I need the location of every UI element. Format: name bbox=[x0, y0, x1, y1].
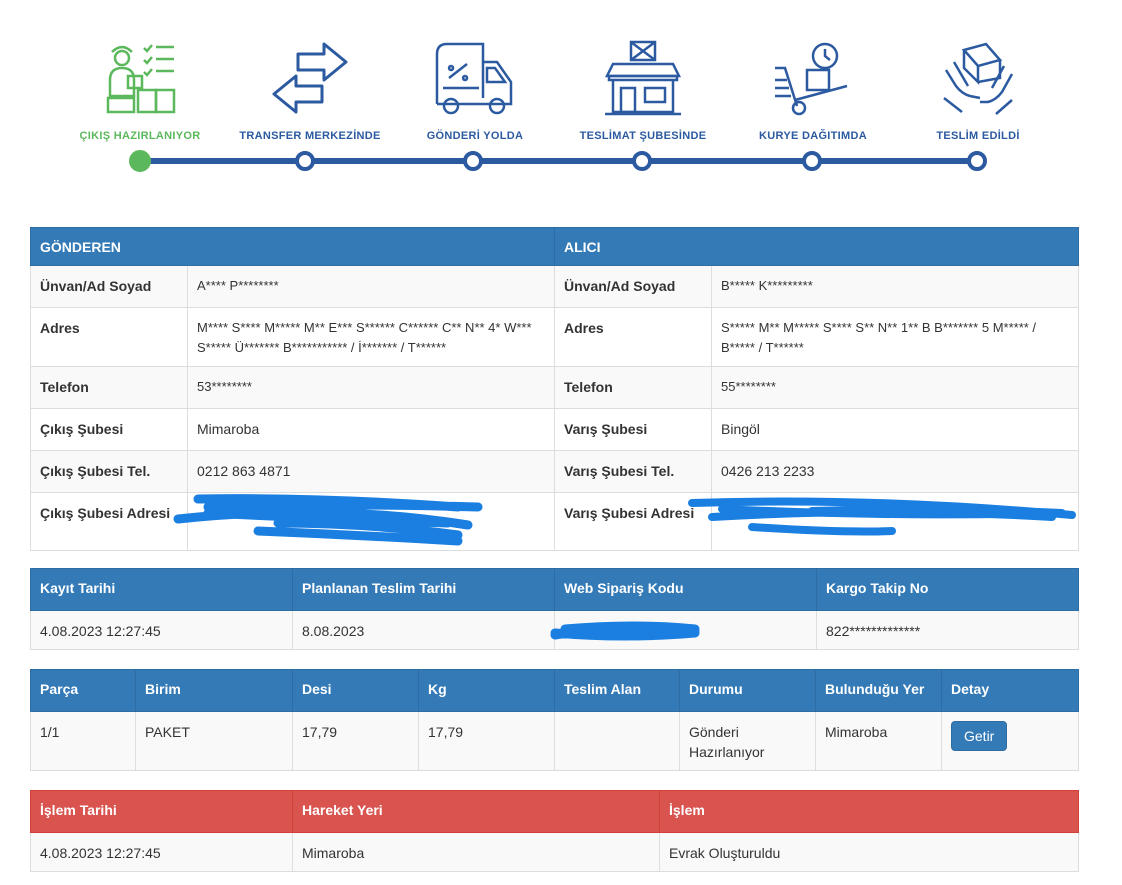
step-dot-2 bbox=[295, 151, 315, 171]
sender-address-value: M**** S**** M***** M** E*** S****** C***… bbox=[187, 307, 555, 367]
step-label: TESLİM EDİLDİ bbox=[936, 130, 1020, 142]
location-value: Mimaroba bbox=[815, 711, 942, 771]
branch-store-icon bbox=[604, 40, 682, 116]
table-row: Çıkış Şubesi Adresi Varış Şubesi Adresi bbox=[30, 492, 1079, 551]
location-header: Bulunduğu Yer bbox=[815, 669, 942, 712]
step-label: TESLİMAT ŞUBESİNDE bbox=[579, 130, 707, 142]
sender-receiver-table: GÖNDEREN ALICI Ünvan/Ad Soyad A**** P***… bbox=[30, 227, 1079, 551]
detail-header: Detay bbox=[941, 669, 1079, 712]
step-label: ÇIKIŞ HAZIRLANIYOR bbox=[79, 130, 201, 142]
origin-branch-label: Çıkış Şubesi bbox=[30, 408, 188, 451]
table-row: Çıkış Şubesi Tel. 0212 863 4871 Varış Şu… bbox=[30, 450, 1079, 493]
step-teslim-edildi: TESLİM EDİLDİ bbox=[898, 40, 1058, 142]
hand-truck-clock-icon bbox=[775, 42, 848, 116]
unit-value: PAKET bbox=[135, 711, 293, 771]
movement-place-header: Hareket Yeri bbox=[292, 790, 660, 833]
sender-phone-value: 53******** bbox=[187, 366, 555, 409]
receiver-address-label: Adres bbox=[554, 307, 712, 367]
received-by-value bbox=[554, 711, 680, 771]
operation-date-value: 4.08.2023 12:27:45 bbox=[30, 832, 293, 872]
part-header: Parça bbox=[30, 669, 136, 712]
status-header: Durumu bbox=[679, 669, 816, 712]
delivery-truck-icon bbox=[435, 42, 513, 115]
step-dot-6 bbox=[967, 151, 987, 171]
step-transfer-merkezinde: TRANSFER MERKEZİNDE bbox=[230, 40, 390, 142]
table-row: 4.08.2023 12:27:45 8.08.2023 822********… bbox=[30, 610, 1079, 650]
receiver-phone-label: Telefon bbox=[554, 366, 712, 409]
hands-package-icon bbox=[943, 42, 1014, 115]
table-row: Adres M**** S**** M***** M** E*** S*****… bbox=[30, 307, 1079, 367]
step-dot-3 bbox=[463, 151, 483, 171]
sender-phone-label: Telefon bbox=[30, 366, 188, 409]
step-gonderi-yolda: GÖNDERİ YOLDA bbox=[395, 40, 555, 142]
redaction-scribble bbox=[173, 494, 483, 546]
sender-address-label: Adres bbox=[30, 307, 188, 367]
web-order-code-value bbox=[550, 610, 817, 650]
detail-cell: Getir bbox=[941, 711, 1079, 771]
shipment-tracker: ÇIKIŞ HAZIRLANIYOR TRANSFER MERKEZİNDE G… bbox=[0, 0, 1122, 190]
received-by-header: Teslim Alan bbox=[554, 669, 680, 712]
status-value: Gönderi Hazırlanıyor bbox=[679, 711, 816, 771]
desi-value: 17,79 bbox=[292, 711, 419, 771]
tracking-number-header: Kargo Takip No bbox=[816, 568, 1079, 611]
receiver-phone-value: 55******** bbox=[711, 366, 1079, 409]
table-row: Telefon 53******** Telefon 55******** bbox=[30, 366, 1079, 409]
destination-branch-address-value bbox=[688, 492, 1079, 551]
operation-value: Evrak Oluşturuldu bbox=[659, 832, 1079, 872]
sender-header: GÖNDEREN bbox=[30, 227, 555, 266]
redaction-scribble bbox=[688, 497, 1076, 536]
step-label: TRANSFER MERKEZİNDE bbox=[239, 130, 381, 142]
origin-branch-phone-label: Çıkış Şubesi Tel. bbox=[30, 450, 188, 493]
web-order-code-header: Web Sipariş Kodu bbox=[554, 568, 817, 611]
table-row: Ünvan/Ad Soyad A**** P******** Ünvan/Ad … bbox=[30, 265, 1079, 308]
table-row: 4.08.2023 12:27:45 Mimaroba Evrak Oluştu… bbox=[30, 832, 1079, 872]
destination-branch-label: Varış Şubesi bbox=[554, 408, 712, 451]
registration-date-value: 4.08.2023 12:27:45 bbox=[30, 610, 293, 650]
destination-branch-value: Bingöl bbox=[711, 408, 1079, 451]
registration-date-header: Kayıt Tarihi bbox=[30, 568, 293, 611]
receiver-header: ALICI bbox=[554, 227, 1079, 266]
worker-checklist-icon bbox=[106, 44, 176, 114]
pieces-table: Parça Birim Desi Kg Teslim Alan Durumu B… bbox=[30, 669, 1079, 771]
origin-branch-phone-value: 0212 863 4871 bbox=[187, 450, 555, 493]
redaction-scribble bbox=[550, 621, 700, 641]
sender-name-label: Ünvan/Ad Soyad bbox=[30, 265, 188, 308]
step-kurye-dagitimda: KURYE DAĞITIMDA bbox=[733, 40, 893, 142]
destination-branch-address-label: Varış Şubesi Adresi bbox=[554, 492, 712, 551]
destination-branch-phone-label: Varış Şubesi Tel. bbox=[554, 450, 712, 493]
step-label: KURYE DAĞITIMDA bbox=[759, 130, 867, 142]
origin-branch-value: Mimaroba bbox=[187, 408, 555, 451]
getir-button[interactable]: Getir bbox=[951, 721, 1008, 751]
unit-header: Birim bbox=[135, 669, 293, 712]
operation-date-header: İşlem Tarihi bbox=[30, 790, 293, 833]
step-dot-5 bbox=[802, 151, 822, 171]
sender-name-value: A**** P******** bbox=[187, 265, 555, 308]
tracking-number-value: 822************* bbox=[816, 610, 1079, 650]
receiver-name-label: Ünvan/Ad Soyad bbox=[554, 265, 712, 308]
step-label: GÖNDERİ YOLDA bbox=[426, 130, 524, 142]
receiver-name-value: B***** K********* bbox=[711, 265, 1079, 308]
kg-header: Kg bbox=[418, 669, 555, 712]
table-row: 1/1 PAKET 17,79 17,79 Gönderi Hazırlanıy… bbox=[30, 711, 1079, 771]
movements-table: İşlem Tarihi Hareket Yeri İşlem 4.08.202… bbox=[30, 790, 1079, 872]
progress-track bbox=[140, 158, 978, 164]
desi-header: Desi bbox=[292, 669, 419, 712]
step-dot-1 bbox=[129, 150, 151, 172]
movement-place-value: Mimaroba bbox=[292, 832, 660, 872]
shipment-summary-table: Kayıt Tarihi Planlanan Teslim Tarihi Web… bbox=[30, 568, 1079, 650]
operation-header: İşlem bbox=[659, 790, 1079, 833]
kg-value: 17,79 bbox=[418, 711, 555, 771]
step-dot-4 bbox=[632, 151, 652, 171]
step-cikis-hazirlaniyor: ÇIKIŞ HAZIRLANIYOR bbox=[60, 40, 220, 142]
planned-delivery-value: 8.08.2023 bbox=[292, 610, 555, 650]
origin-branch-address-label: Çıkış Şubesi Adresi bbox=[30, 492, 188, 551]
receiver-address-value: S***** M** M***** S**** S** N** 1** B B*… bbox=[711, 307, 1079, 367]
origin-branch-address-value bbox=[173, 492, 555, 551]
transfer-arrows-icon bbox=[272, 42, 348, 114]
destination-branch-phone-value: 0426 213 2233 bbox=[711, 450, 1079, 493]
planned-delivery-header: Planlanan Teslim Tarihi bbox=[292, 568, 555, 611]
step-teslimat-subesinde: TESLİMAT ŞUBESİNDE bbox=[563, 40, 723, 142]
table-row: Çıkış Şubesi Mimaroba Varış Şubesi Bingö… bbox=[30, 408, 1079, 451]
part-value: 1/1 bbox=[30, 711, 136, 771]
